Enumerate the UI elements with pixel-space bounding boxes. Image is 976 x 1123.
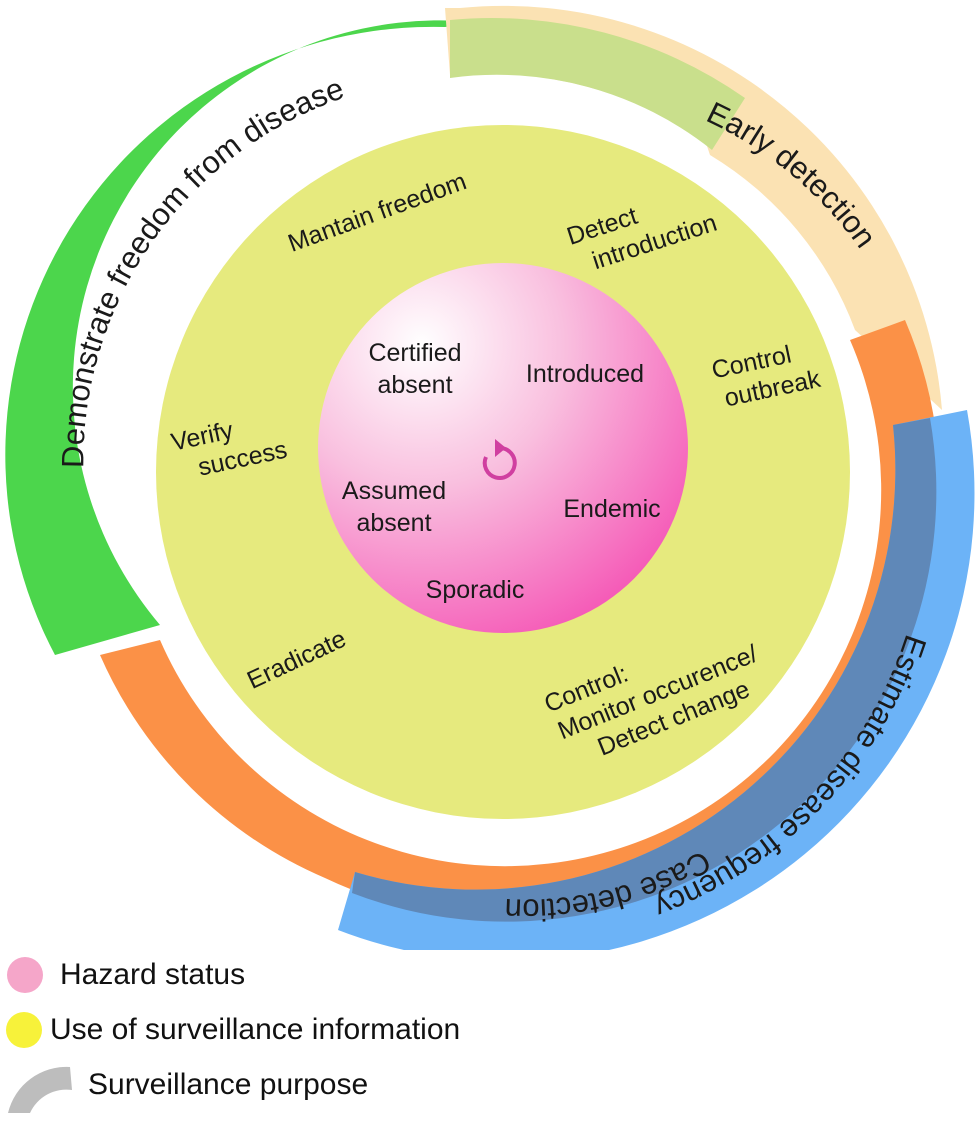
legend-use-info-text: Use of surveillance information [50,1013,461,1046]
certified-absent-label-2: absent [377,371,452,399]
assumed-absent-label-2: absent [356,509,431,537]
legend-yellow-swatch [6,1012,42,1048]
sporadic-label: Sporadic [426,576,525,604]
cycle-icon [482,439,517,480]
legend-gray-swatch [8,1066,72,1113]
estimate-frequency-overlap [352,418,937,922]
legend-purpose: Surveillance purpose [0,1060,369,1113]
legend-use-info: Use of surveillance information [0,1005,460,1055]
assumed-absent-label-1: Assumed [342,477,446,505]
legend-hazard-status: Hazard status [0,950,245,1000]
legend-hazard-status-text: Hazard status [60,958,246,991]
legend-pink-swatch [7,957,43,993]
certified-absent-label-1: Certified [368,339,461,367]
surveillance-diagram: Demonstrate freedom from disease Early d… [5,5,975,950]
estimate-frequency-band [338,410,975,950]
endemic-label: Endemic [563,495,660,523]
legend-purpose-text: Surveillance purpose [88,1068,369,1101]
introduced-label: Introduced [526,360,644,388]
legend: Hazard status Use of surveillance inform… [0,950,976,1123]
early-detection-overlap [450,17,745,150]
